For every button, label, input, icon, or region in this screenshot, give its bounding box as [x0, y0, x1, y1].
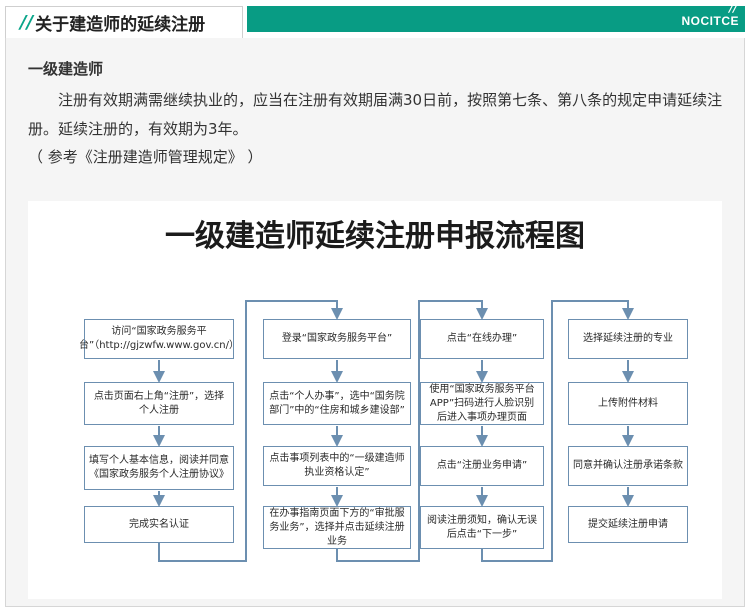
flow-step-box: 点击事项列表中的“一级建造师执业资格认定” — [263, 446, 411, 486]
content-panel: 一级建造师 注册有效期满需继续执业的，应当在注册有效期届满30日前，按照第七条、… — [5, 38, 745, 607]
flow-step-box: 同意并确认注册承诺条款 — [568, 446, 688, 486]
flow-step-box: 上传附件材料 — [568, 382, 688, 425]
flow-step-box: 使用“国家政务服务平台APP”扫码进行人脸识别后进入事项办理页面 — [420, 382, 544, 425]
flow-step-box: 完成实名认证 — [84, 506, 234, 543]
section-title: 一级建造师 — [28, 60, 104, 78]
section-header-title: 关于建造师的延续注册 — [35, 15, 206, 35]
body-paragraph: 注册有效期满需继续执业的，应当在注册有效期届满30日前，按照第七条、第八条的规定… — [28, 91, 723, 138]
header-slashes: // — [20, 12, 34, 33]
flow-step-box: 访问“国家政务服务平台”（http://gjzwfw.www.gov.cn/） — [79, 319, 239, 359]
flow-step-box: 选择延续注册的专业 — [568, 319, 688, 359]
header-accent-bar: // NOCITCE — [247, 2, 745, 32]
flow-connector — [158, 300, 343, 562]
flow-step-box: 阅读注册须知，确认无误后点击“下一步” — [420, 506, 544, 549]
brand-logo-text: NOCITCE — [681, 14, 739, 28]
flow-connector — [336, 300, 488, 562]
flowchart-title: 一级建造师延续注册申报流程图 — [165, 219, 585, 254]
reference-note: （ 参考《注册建造师管理规定》 ） — [28, 148, 263, 166]
flow-step-box: 点击“在线办理” — [420, 319, 544, 359]
flow-step-box: 点击页面右上角“注册”，选择个人注册 — [84, 382, 234, 425]
flow-step-box: 在办事指南页面下方的“审批服务业务”，选择并点击延续注册业务 — [263, 506, 411, 549]
flow-step-box: 填写个人基本信息，阅读并同意《国家政务服务个人注册协议》 — [84, 446, 234, 490]
flowchart-figure: 一级建造师延续注册申报流程图 访问“国家政务服务平台”（http://gjzwf… — [28, 201, 722, 599]
flow-step-box: 登录“国家政务服务平台” — [263, 319, 411, 359]
flow-step-box: 点击“注册业务申请” — [420, 446, 544, 486]
flow-step-box: 提交延续注册申请 — [568, 506, 688, 543]
section-header-tab: // 关于建造师的延续注册 — [5, 6, 243, 38]
flow-connector — [481, 300, 634, 562]
brand-slashes: // — [728, 2, 737, 15]
flowchart-connectors — [153, 300, 634, 562]
flow-step-box: 点击“个人办事”，选中“国务院部门”中的“住房和城乡建设部” — [263, 382, 411, 425]
